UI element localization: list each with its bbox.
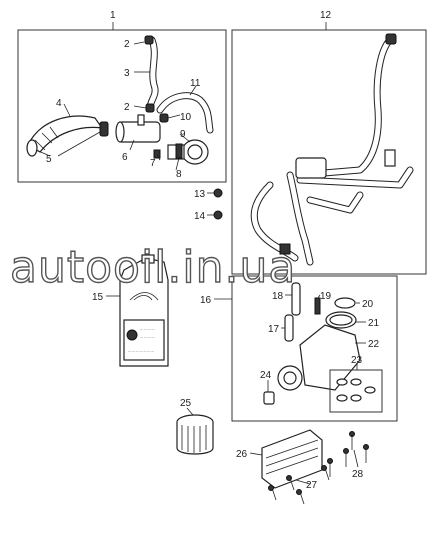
callout-8: 8 [176, 169, 182, 180]
frame-group-12 [231, 29, 427, 275]
callout-3: 3 [124, 68, 130, 79]
svg-text:— — — —: — — — — [140, 327, 155, 331]
callout-14: 14 [194, 211, 206, 222]
callout-16: 16 [200, 295, 212, 306]
clamp-2-mid [145, 103, 155, 113]
callout-4: 4 [56, 98, 62, 109]
nut-13 [213, 188, 223, 198]
seal-20 [334, 297, 356, 309]
callout-1: 1 [110, 10, 116, 21]
callout-28: 28 [352, 469, 364, 480]
sensor-19 [314, 297, 321, 315]
callout-10: 10 [180, 112, 192, 123]
callout-22: 22 [368, 339, 380, 350]
callout-24: 24 [260, 370, 272, 381]
clamp-2-top [144, 35, 154, 45]
frame-group-1 [17, 29, 227, 183]
callout-6: 6 [122, 152, 128, 163]
sensor-7 [153, 149, 161, 159]
housing-9 [167, 139, 209, 165]
callout-23: 23 [351, 355, 363, 366]
callout-9: 9 [180, 129, 186, 140]
callout-12: 12 [320, 10, 332, 21]
callouts: 1 2 3 2 4 5 6 7 8 9 10 11 12 13 14 15 16… [46, 10, 380, 491]
bolts-27 [268, 465, 330, 505]
watermark-text: autooil.in.ua [10, 242, 296, 293]
oil-filter-25 [176, 414, 214, 455]
hose-11 [156, 92, 214, 134]
clamp-5a [99, 121, 109, 137]
callout-26: 26 [236, 449, 248, 460]
callout-19: 19 [320, 291, 332, 302]
seal-kit-23 [329, 369, 383, 413]
bolts-28 [327, 431, 369, 477]
callout-21: 21 [368, 318, 380, 329]
callout-20: 20 [362, 299, 374, 310]
callout-18: 18 [272, 291, 284, 302]
hose-4 [26, 115, 104, 157]
callout-5: 5 [46, 154, 52, 165]
callout-7: 7 [150, 158, 156, 169]
pipe-18 [291, 282, 301, 316]
harness-12 [250, 33, 414, 266]
callout-25: 25 [180, 398, 192, 409]
callout-11: 11 [190, 78, 201, 89]
callout-13: 13 [194, 189, 206, 200]
frame-group-16 [231, 275, 398, 422]
pipe-17 [284, 314, 294, 342]
callout-27: 27 [306, 480, 318, 491]
pipe-6 [115, 114, 161, 143]
nut-14 [213, 210, 223, 220]
callout-2a: 2 [124, 39, 130, 50]
callout-2b: 2 [124, 102, 130, 113]
svg-text:— — — —: — — — — [140, 335, 155, 339]
hose-3 [146, 36, 159, 112]
clamp-8 [175, 143, 183, 159]
oil-bottle-15: — — — — — — — — — — — — — — — [119, 254, 169, 367]
oil-cooler-housing-22 [277, 324, 361, 391]
plug-24 [263, 391, 275, 405]
gasket-21 [325, 311, 357, 329]
clamp-10 [159, 113, 169, 123]
svg-text:— — — — — — —: — — — — — — — [128, 349, 154, 353]
callout-15: 15 [92, 292, 104, 303]
leader-lines [35, 22, 366, 485]
callout-17: 17 [268, 324, 280, 335]
